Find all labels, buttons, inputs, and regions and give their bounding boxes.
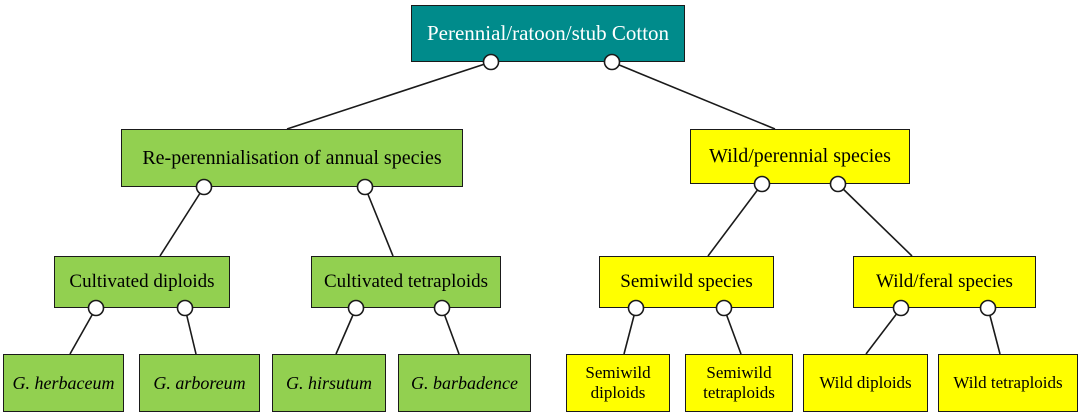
edge-wild-perennial-semiwild: [707, 183, 763, 257]
node-root: Perennial/ratoon/stub Cotton: [411, 5, 685, 62]
edge-semiwild-diploids: [623, 307, 637, 355]
node-wild-diploids: Wild diploids: [803, 354, 928, 412]
node-g-arboreum: G. arboreum: [139, 354, 260, 412]
edge-reperennialisation-cultivated-tetraploids: [364, 186, 394, 257]
node-cultivated-tetraploids: Cultivated tetraploids: [311, 256, 501, 308]
edge-root-wild-perennial: [611, 61, 776, 130]
edge-reperennialisation-cultivated-diploids: [159, 186, 205, 257]
node-reperennialisation: Re-perennialisation of annual species: [121, 129, 463, 187]
node-g-hirsutum: G. hirsutum: [272, 354, 386, 412]
node-semiwild-diploids: Semiwild diploids: [566, 354, 670, 412]
edge-cultivated-diploids-arboreum: [184, 307, 197, 355]
node-cultivated-diploids: Cultivated diploids: [54, 256, 230, 308]
node-g-herbaceum: G. herbaceum: [3, 354, 124, 412]
node-semiwild-tetraploids: Semiwild tetraploids: [685, 354, 793, 412]
node-semiwild-species: Semiwild species: [599, 256, 774, 308]
edge-cultivated-tetraploids-barbadence: [441, 307, 460, 355]
edge-wild-perennial-wild-feral: [837, 183, 913, 257]
edge-cultivated-diploids-herbaceum: [69, 307, 97, 355]
edge-wild-feral-tetraploids: [987, 307, 1001, 355]
node-wild-feral-species: Wild/feral species: [853, 256, 1036, 308]
edge-semiwild-tetraploids: [723, 307, 742, 355]
node-wild-tetraploids: Wild tetraploids: [938, 354, 1078, 412]
edge-cultivated-tetraploids-hirsutum: [335, 307, 357, 355]
edge-root-reperennialisation: [286, 61, 492, 130]
edge-wild-feral-diploids: [865, 307, 902, 355]
node-wild-perennial: Wild/perennial species: [690, 129, 910, 184]
node-g-barbadence: G. barbadence: [398, 354, 531, 412]
